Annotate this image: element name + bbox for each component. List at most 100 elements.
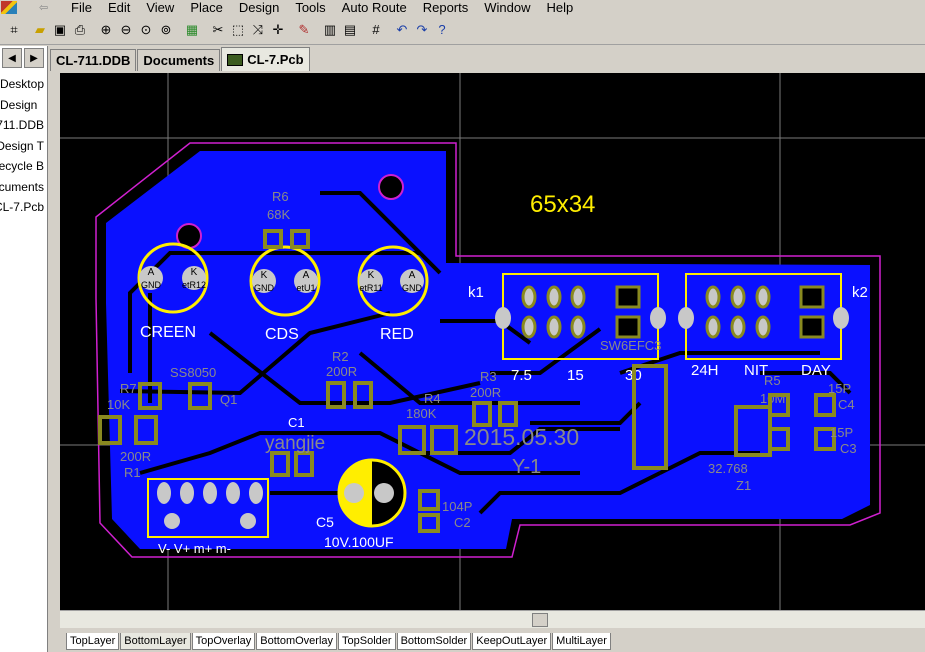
designator-label: R3 xyxy=(480,369,497,384)
tab-cl-711-ddb[interactable]: CL-711.DDB xyxy=(50,49,137,71)
zoom-in-icon[interactable]: ⊕ xyxy=(100,21,112,37)
save-icon[interactable]: ▣ xyxy=(53,21,67,37)
capacitor-c1[interactable]: C1 xyxy=(270,415,314,477)
resistor-r4[interactable]: R4 180K xyxy=(398,391,458,455)
author-label: yangjie xyxy=(265,433,325,454)
zoom-out-icon[interactable]: ⊖ xyxy=(120,21,132,37)
pcb-drawing[interactable]: 65x34 A K GND etR12 CREEN K A GND etU1 C… xyxy=(60,73,925,611)
grid-icon[interactable]: # xyxy=(372,22,380,37)
menu-place[interactable]: Place xyxy=(190,0,223,15)
menu-file[interactable]: File xyxy=(71,0,92,15)
menu-view[interactable]: View xyxy=(146,0,175,15)
led-pin-label: A xyxy=(409,270,416,281)
layer-tab-keepoutlayer[interactable]: KeepOutLayer xyxy=(472,633,552,650)
open-icon[interactable]: ▰ xyxy=(35,21,45,37)
capacitor-c2[interactable]: 104P C2 xyxy=(418,489,472,533)
component-icon[interactable]: ▥ xyxy=(323,21,337,37)
deselect-icon[interactable]: ⤨ xyxy=(252,21,264,37)
led-cds[interactable]: K A GND etU1 CDS xyxy=(249,245,321,343)
capacitor-c5[interactable]: C5 10V.100UF xyxy=(316,458,407,550)
place-icon[interactable]: ✎ xyxy=(298,21,310,37)
pad-net-label: GND xyxy=(141,280,162,290)
scrollbar-thumb[interactable] xyxy=(532,613,548,627)
led-pin-label: A xyxy=(303,270,310,281)
menu-bar: ⇦ File Edit View Place Design Tools Auto Route… xyxy=(0,0,925,15)
led-pin-label: K xyxy=(191,267,198,278)
redo-icon[interactable]: ↷ xyxy=(416,21,428,37)
resistor-r7[interactable]: R7 10K 200R R1 xyxy=(98,381,158,480)
ic-footprint[interactable] xyxy=(632,364,668,470)
tree-item[interactable]: CL-711.DDB xyxy=(0,115,46,136)
resistor-r2[interactable]: R2 200R xyxy=(326,349,373,409)
tree-item[interactable]: Desktop xyxy=(0,74,46,95)
tree-item[interactable]: Documents xyxy=(0,177,46,198)
menu-window[interactable]: Window xyxy=(484,0,531,15)
pcb-document-icon xyxy=(227,53,244,66)
led-pin-label: K xyxy=(261,270,268,281)
switch-position-label: 24H xyxy=(691,362,719,379)
tab-cl-7-pcb[interactable]: CL-7.Pcb xyxy=(221,47,310,71)
tree-item-label: Design T xyxy=(0,138,44,153)
cross-probe-icon[interactable]: ✂ xyxy=(212,21,224,37)
led-pin-label: K xyxy=(368,270,375,281)
tree-item[interactable]: CL-7.Pcb xyxy=(0,197,46,218)
switch-position-label: NIT xyxy=(744,362,768,379)
menu-tools[interactable]: Tools xyxy=(295,0,326,15)
switch-position-label: DAY xyxy=(801,362,831,379)
pcb-editor-area: 65x34 A K GND etR12 CREEN K A GND etU1 C… xyxy=(56,71,925,611)
select-area-icon[interactable]: ⬚ xyxy=(231,21,245,37)
explorer-tree: DesktopDesignCL-711.DDB Design T Recycle B… xyxy=(0,74,46,218)
capacitor-c3[interactable]: 15P C3 xyxy=(768,425,857,456)
horizontal-scrollbar[interactable] xyxy=(60,610,925,628)
design-manager-icon[interactable]: ⌗ xyxy=(10,21,18,37)
browse-icon[interactable]: ▦ xyxy=(185,21,199,37)
nav-left-arrow-icon[interactable]: ◀ xyxy=(2,48,22,68)
switch-k1[interactable]: k1 7.5 15 30 SW6EFC3 xyxy=(468,273,666,384)
back-arrow-icon[interactable]: ⇦ xyxy=(39,1,49,14)
move-icon[interactable]: ✛ xyxy=(272,21,284,37)
layer-tab-topoverlay[interactable]: TopOverlay xyxy=(191,633,256,650)
app-logo-icon[interactable] xyxy=(1,1,17,14)
resistor-r6[interactable]: R6 68K xyxy=(263,189,310,249)
menu-help[interactable]: Help xyxy=(546,0,574,15)
layer-tab-bottomsolder[interactable]: BottomSolder xyxy=(396,633,472,650)
nav-right-arrow-icon[interactable]: ▶ xyxy=(24,48,44,68)
menu-edit[interactable]: Edit xyxy=(107,0,131,15)
designator-label: Q1 xyxy=(220,392,237,407)
tree-item[interactable]: Recycle B xyxy=(0,156,46,177)
zoom-area-icon[interactable]: ⊚ xyxy=(160,21,172,37)
undo-icon[interactable]: ↶ xyxy=(396,21,408,37)
designator-label: R6 xyxy=(272,189,289,204)
tree-item[interactable]: Design xyxy=(0,95,46,116)
library-icon[interactable]: ▤ xyxy=(343,21,357,37)
resistor-r3[interactable]: R3 200R xyxy=(470,369,518,427)
layer-tab-bottomlayer[interactable]: BottomLayer xyxy=(120,633,191,650)
led-red[interactable]: K A etR11 GND RED xyxy=(357,245,429,343)
tab-documents[interactable]: Documents xyxy=(137,49,221,71)
tree-item[interactable]: Design T xyxy=(0,136,46,157)
layer-tab-toplayer[interactable]: TopLayer xyxy=(66,633,120,650)
layer-tab-bottomoverlay[interactable]: BottomOverlay xyxy=(256,633,338,650)
zoom-fit-icon[interactable]: ⊙ xyxy=(140,21,152,37)
led-pin-label: A xyxy=(148,267,155,278)
help-icon[interactable]: ? xyxy=(438,22,446,37)
connector-power[interactable]: V- V+ m+ m- xyxy=(147,478,269,556)
tab-label: CL-711.DDB xyxy=(56,53,131,68)
menu-auto-route[interactable]: Auto Route xyxy=(341,0,407,15)
switch-k2[interactable]: k2 24H NIT DAY xyxy=(678,273,868,379)
layer-tab-multilayer[interactable]: MultiLayer xyxy=(552,633,611,650)
pad-net-label: GND xyxy=(402,283,423,293)
layer-tab-topsolder[interactable]: TopSolder xyxy=(338,633,396,650)
print-icon[interactable]: ⎙ xyxy=(74,21,86,37)
pad-net-label: etU1 xyxy=(296,283,315,293)
menu-design[interactable]: Design xyxy=(238,0,280,15)
board-outline xyxy=(95,142,881,558)
switch-label: k1 xyxy=(468,284,484,301)
capacitor-c4[interactable]: 15P C4 xyxy=(768,381,855,417)
pcb-canvas[interactable]: 65x34 A K GND etR12 CREEN K A GND etU1 C… xyxy=(60,73,925,611)
designator-label: R5 xyxy=(764,373,781,388)
transistor-q1[interactable]: SS8050 Q1 xyxy=(138,365,237,410)
connector-label: V- V+ m+ m- xyxy=(158,541,231,556)
menu-reports[interactable]: Reports xyxy=(422,0,469,15)
led-green[interactable]: A K GND etR12 CREEN xyxy=(137,242,209,341)
